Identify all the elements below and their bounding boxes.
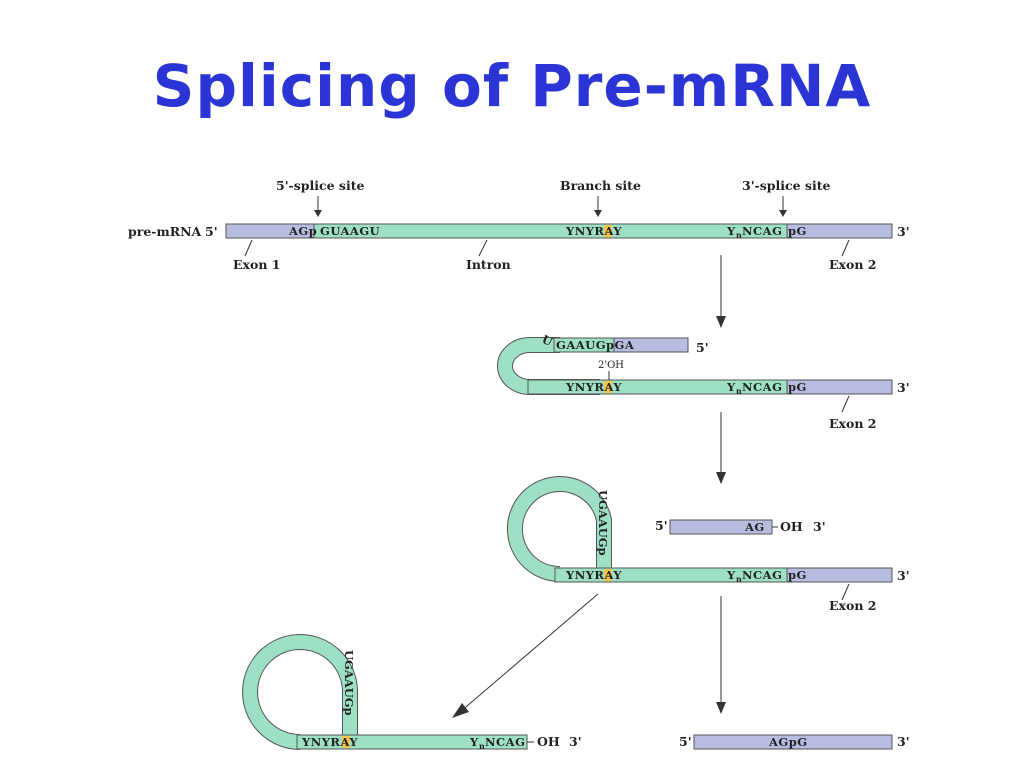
slide-title: Splicing of Pre-mRNA (152, 52, 872, 120)
svg-text:Y: Y (726, 224, 736, 238)
exon1-end-seq: AGp (288, 224, 317, 238)
exon1-label: Exon 1 (233, 257, 280, 272)
branch-site-label: Branch site (560, 178, 641, 193)
branch-adenine-4 (342, 736, 350, 748)
three-site-seq-2: Y n NCAG pG (726, 380, 807, 396)
branch-adenine (604, 225, 612, 237)
loop-upper-seq: GAAUGpGA (556, 338, 635, 352)
intron-label: Intron (466, 257, 511, 272)
row-products: UGAAUGp YNYRAY Y n NCAG OH 3' 5' AGpG 3' (242, 634, 910, 751)
exon2-label: Exon 2 (829, 257, 876, 272)
five-prime-label-4: 5' (679, 734, 692, 749)
three-prime-label-4: 3' (813, 519, 826, 534)
exon2-segment-3 (786, 567, 893, 583)
svg-text:Y: Y (469, 735, 479, 749)
three-prime-label-2: 3' (897, 380, 910, 395)
excised-lariat-loop (243, 635, 357, 749)
row-pre-mrna: 5'-splice site Branch site 3'-splice sit… (128, 178, 910, 272)
exon2-segment-2 (786, 379, 893, 395)
row-lariat: UGAAUGp YNYRAY Y n NCAG pG 3' 5' AG OH 3… (506, 476, 910, 613)
three-site-seq-3: Y n NCAG pG (726, 568, 807, 584)
exon1-pointer (244, 239, 253, 257)
spliced-junction-seq: AGpG (768, 735, 808, 749)
svg-text:Y: Y (726, 380, 736, 394)
intron-pointer (478, 239, 488, 257)
three-prime-label-5: 3' (569, 734, 582, 749)
three-prime-label: 3' (897, 224, 910, 239)
spliced-mrna-segment (693, 734, 893, 750)
branch-seq-2: YNYRAY (565, 380, 622, 394)
row-attack: U GAAUGpGA 5' 2'OH YNYRAY Y n NCAG pG 3'… (497, 332, 910, 431)
svg-text:pG: pG (788, 224, 807, 238)
five-prime-label-2: 5' (696, 340, 709, 355)
lariat-seq: UGAAUGp (596, 490, 610, 556)
excised-lariat-seq: UGAAUGp (342, 650, 356, 716)
exon1-ag-seq: AG (744, 520, 765, 534)
svg-text:pG: pG (788, 568, 807, 582)
branch-seq: YNYRAY (565, 224, 622, 238)
three-site-seq: Y n NCAG pG (726, 224, 807, 240)
svg-text:NCAG: NCAG (742, 380, 782, 394)
branch-seq-3: YNYRAY (565, 568, 622, 582)
three-prime-label-3: 3' (897, 568, 910, 583)
svg-text:NCAG: NCAG (485, 735, 525, 749)
exon2-label-2: Exon 2 (829, 416, 876, 431)
five-prime-label-3: 5' (655, 518, 668, 533)
lariat-loop (507, 477, 611, 581)
branch-adenine-3 (604, 569, 612, 581)
exon2-segment (786, 223, 893, 239)
intron-loop (498, 338, 600, 394)
five-prime-label: 5' (205, 224, 218, 239)
three-splice-site-label: 3'-splice site (742, 178, 830, 193)
exon2-pointer (841, 239, 850, 257)
three-prime-label-6: 3' (897, 734, 910, 749)
exon2-pointer-2 (841, 395, 850, 413)
oh-label-2: OH (537, 734, 560, 749)
svg-text:pG: pG (788, 380, 807, 394)
excised-three-site-seq: Y n NCAG (469, 735, 525, 751)
intron-segment (313, 223, 788, 239)
oh-label: OH (780, 519, 803, 534)
svg-text:n: n (479, 741, 485, 751)
exon2-pointer-3 (841, 583, 850, 601)
svg-text:n: n (736, 230, 742, 240)
branch-adenine-2 (604, 381, 612, 393)
svg-text:n: n (736, 386, 742, 396)
svg-text:NCAG: NCAG (742, 224, 782, 238)
pre-mrna-label: pre-mRNA (128, 224, 202, 239)
branch-seq-4: YNYRAY (301, 735, 358, 749)
svg-text:n: n (736, 574, 742, 584)
intron-start-seq: GUAAGU (320, 224, 380, 238)
two-oh-label: 2'OH (598, 360, 624, 371)
svg-text:Y: Y (726, 568, 736, 582)
exon1-upper-segment (613, 337, 689, 353)
step-arrow-3 (459, 593, 599, 713)
svg-text:NCAG: NCAG (742, 568, 782, 582)
exon2-label-3: Exon 2 (829, 598, 876, 613)
five-splice-site-label: 5'-splice site (276, 178, 364, 193)
